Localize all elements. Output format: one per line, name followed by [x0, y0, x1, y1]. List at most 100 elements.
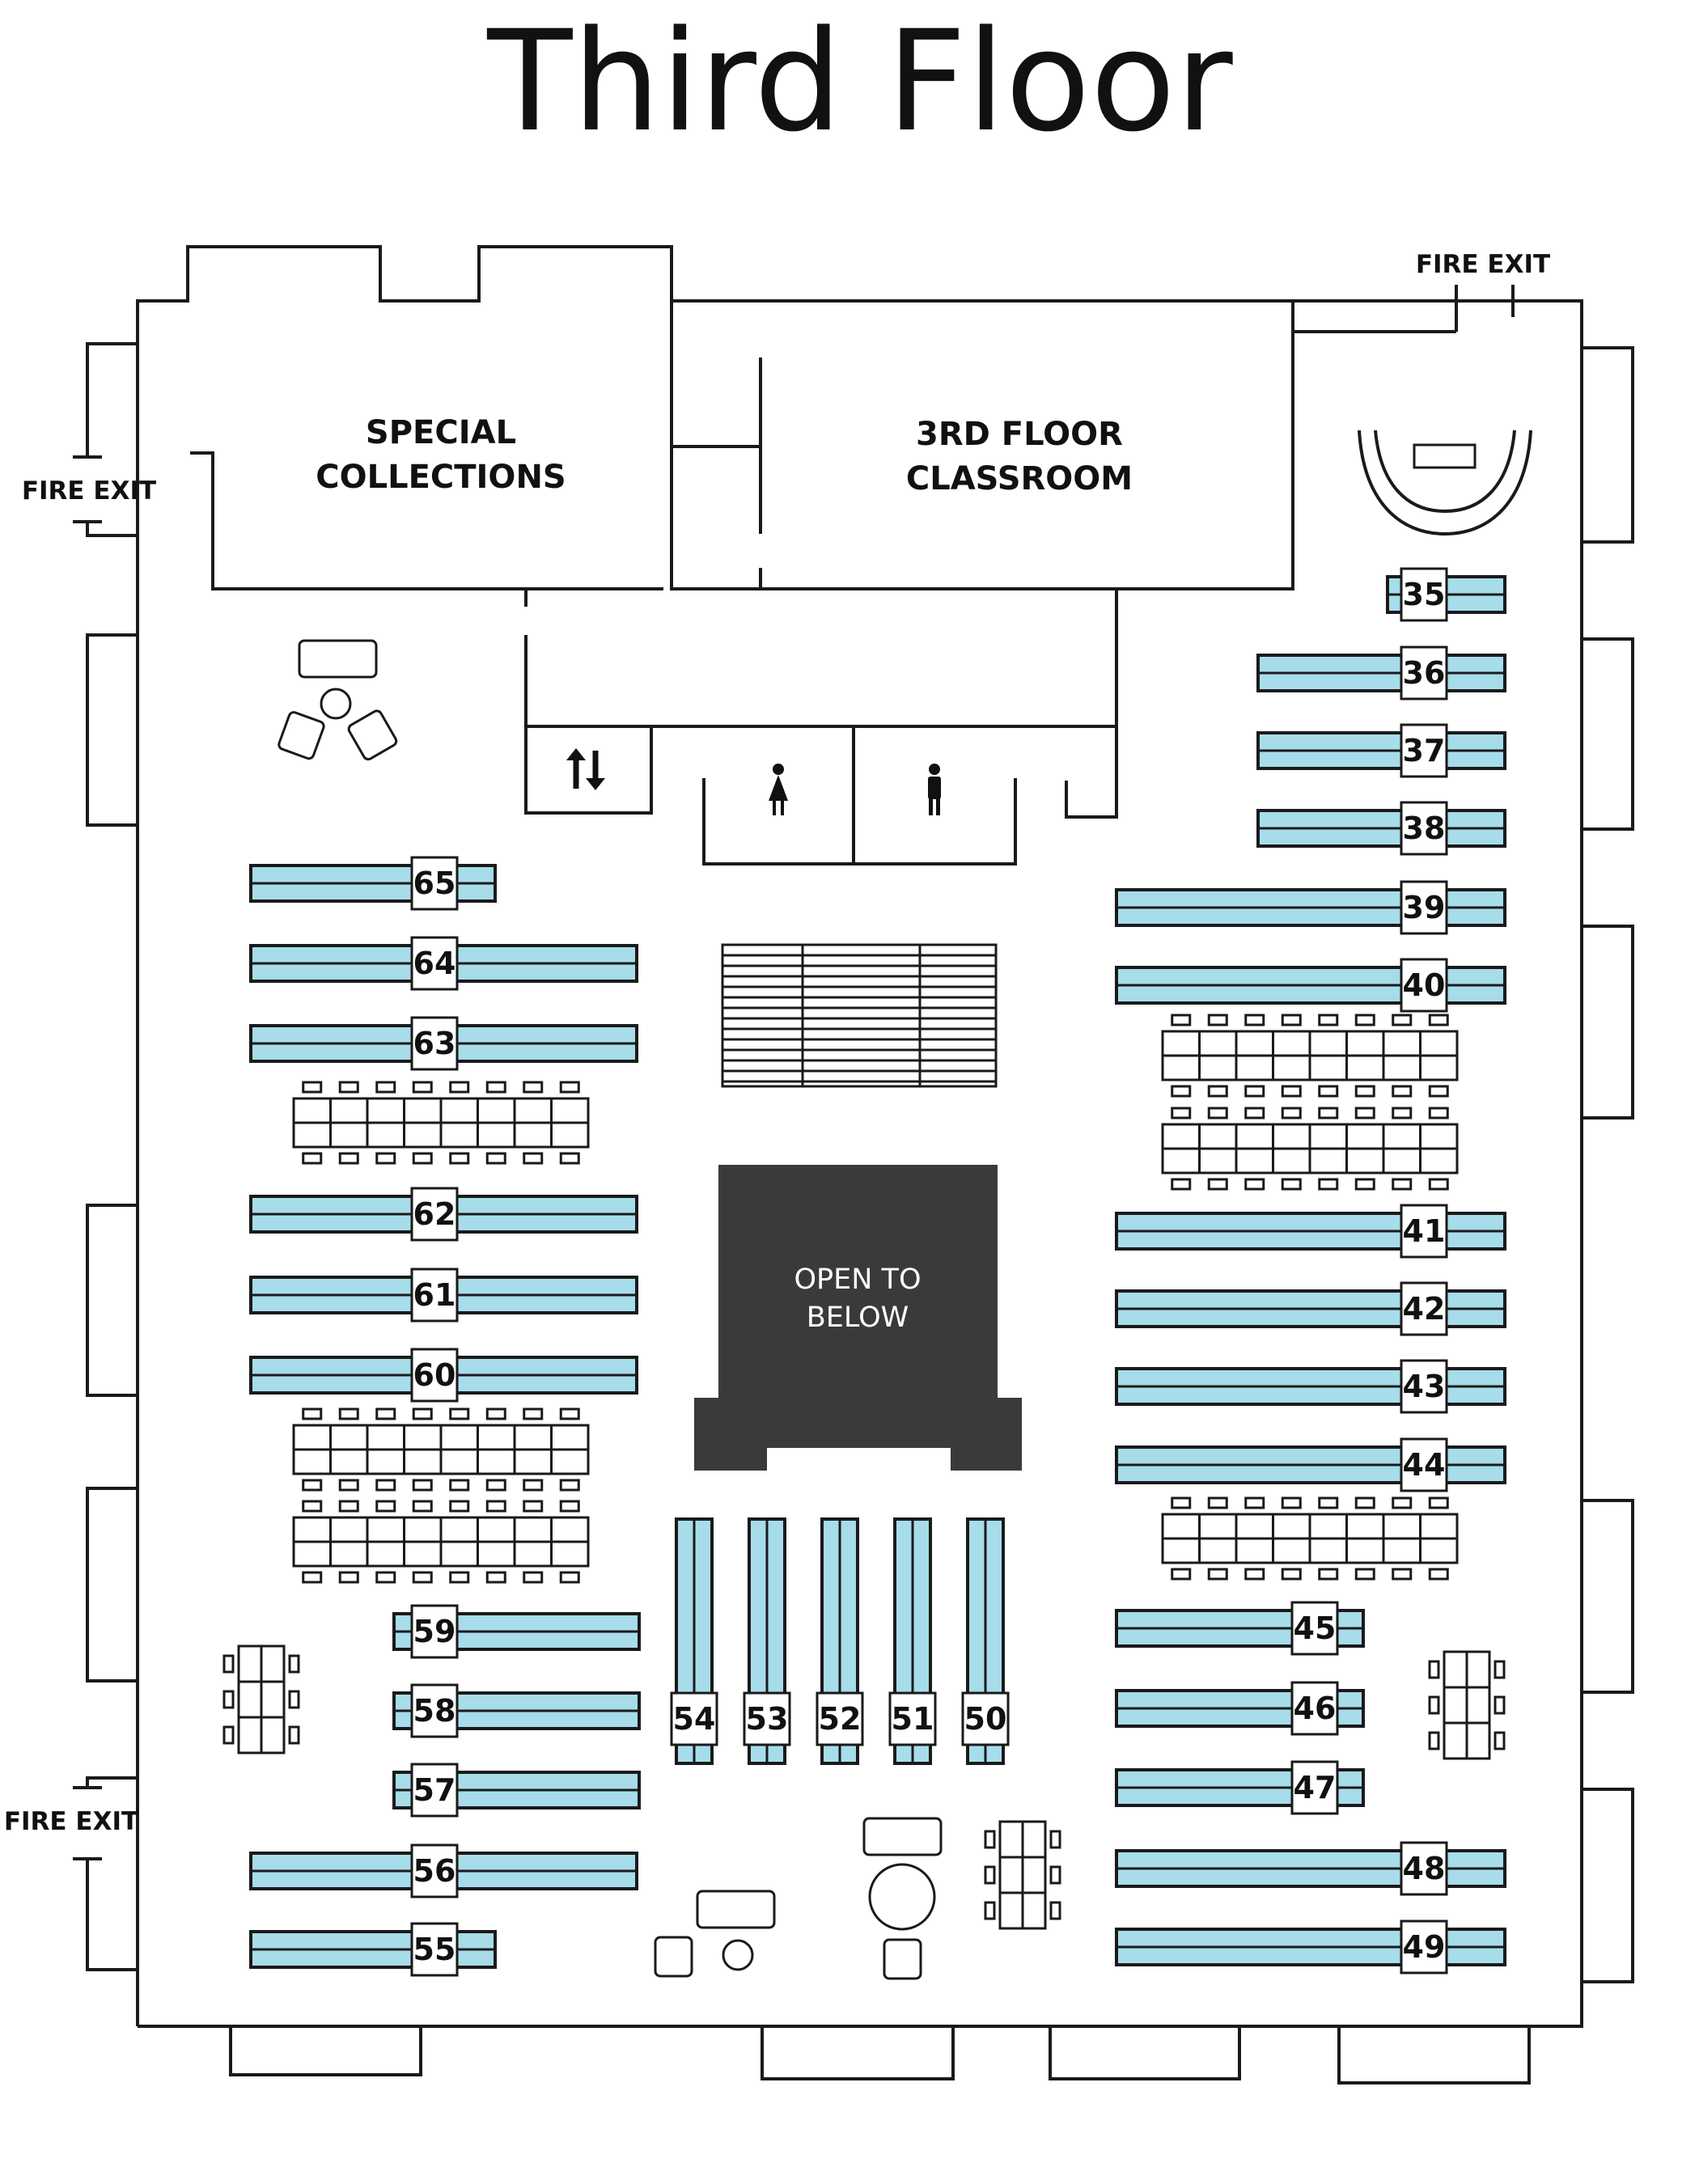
book-stack: 59: [392, 1604, 641, 1659]
stack-number-box: [1400, 1204, 1448, 1259]
stack-number-box: [410, 1683, 459, 1738]
chair: [375, 1571, 396, 1584]
stack-number-box: [410, 1843, 459, 1898]
chair: [485, 1081, 506, 1094]
stack-number-box: [1400, 1437, 1448, 1492]
book-stack: 38: [1256, 801, 1506, 856]
open-to-below-label: OPEN TO: [794, 1263, 921, 1296]
chair: [1281, 1178, 1302, 1191]
chair: [1392, 1014, 1413, 1026]
chair: [1318, 1568, 1339, 1581]
chair: [1281, 1568, 1302, 1581]
study-table: [292, 1081, 590, 1165]
chair: [412, 1407, 433, 1420]
stack-number-box: [816, 1691, 864, 1746]
chair: [375, 1152, 396, 1165]
stack-number-box: [1400, 801, 1448, 856]
study-tables: [222, 1014, 1506, 1930]
chair: [984, 1901, 996, 1920]
classroom-label-line2: CLASSROOM: [906, 460, 1133, 497]
stack-number: 63: [413, 1026, 456, 1061]
book-stack: 44: [1115, 1437, 1506, 1492]
chair: [302, 1500, 323, 1513]
chair: [288, 1690, 300, 1709]
chair: [1354, 1568, 1375, 1581]
chair: [485, 1500, 506, 1513]
chair: [338, 1479, 359, 1492]
stack-number: 59: [413, 1614, 456, 1649]
stack-number-box: [1400, 1841, 1448, 1896]
floor-title: Third Floor: [486, 0, 1233, 163]
stack-number-box: [410, 1763, 459, 1818]
chair: [375, 1081, 396, 1094]
chair: [222, 1654, 235, 1674]
special-collections-label: SPECIAL: [366, 414, 516, 451]
book-stack: 42: [1115, 1281, 1506, 1336]
chair: [523, 1500, 544, 1513]
open-to-below-label-line2: BELOW: [807, 1302, 909, 1334]
chair: [1354, 1014, 1375, 1026]
chair: [1281, 1085, 1302, 1098]
stack-number: 46: [1294, 1691, 1337, 1726]
chair: [559, 1081, 580, 1094]
stack-number-box: [1400, 567, 1448, 622]
fire-exit-label: FIRE EXIT: [1416, 250, 1550, 279]
chair: [1281, 1107, 1302, 1120]
stack-number-box: [1400, 723, 1448, 778]
chair: [559, 1500, 580, 1513]
stack-number-box: [1400, 1281, 1448, 1336]
open-to-below-area: OPEN TO BELOW: [694, 1165, 1022, 1471]
stack-number: 38: [1403, 811, 1446, 846]
book-stack: 61: [249, 1268, 638, 1323]
study-table: [1161, 1496, 1459, 1581]
stack-number-box: [1400, 880, 1448, 935]
stack-number-box: [410, 856, 459, 911]
chair: [412, 1479, 433, 1492]
chair: [1392, 1496, 1413, 1509]
stack-number: 45: [1294, 1610, 1337, 1646]
chair: [1428, 1660, 1440, 1679]
book-stack: 39: [1115, 880, 1506, 935]
study-table: [1161, 1107, 1459, 1191]
chair: [1049, 1830, 1061, 1849]
chair: [1318, 1085, 1339, 1098]
study-table: [1161, 1014, 1459, 1098]
stack-number: 41: [1403, 1213, 1446, 1249]
chair: [1494, 1731, 1506, 1750]
stack-number: 48: [1403, 1851, 1446, 1886]
stack-number-box: [670, 1691, 718, 1746]
book-stack: 56: [249, 1843, 638, 1898]
stack-number-box: [1290, 1601, 1339, 1656]
book-stack: 62: [249, 1187, 638, 1242]
chair: [984, 1865, 996, 1885]
chair: [485, 1407, 506, 1420]
chair: [449, 1571, 470, 1584]
stack-number-box: [410, 1268, 459, 1323]
book-stack: 65: [249, 856, 497, 911]
stack-number: 43: [1403, 1369, 1446, 1404]
chair: [449, 1152, 470, 1165]
stack-number: 36: [1403, 655, 1446, 691]
chair: [1171, 1568, 1192, 1581]
chair: [338, 1571, 359, 1584]
stack-number: 53: [746, 1701, 789, 1737]
chair: [1049, 1865, 1061, 1885]
chair: [1428, 1178, 1449, 1191]
book-stack: 58: [392, 1683, 641, 1738]
stack-number-box: [410, 1187, 459, 1242]
chair: [449, 1407, 470, 1420]
book-stack: 60: [249, 1348, 638, 1403]
chair: [302, 1081, 323, 1094]
chair: [412, 1152, 433, 1165]
stack-number-box: [1400, 1919, 1448, 1974]
chair: [485, 1571, 506, 1584]
stack-number: 65: [413, 866, 456, 901]
chair: [559, 1152, 580, 1165]
chair: [1354, 1178, 1375, 1191]
chair: [1281, 1014, 1302, 1026]
chair: [559, 1571, 580, 1584]
book-stack: 53: [743, 1517, 791, 1765]
chair: [1428, 1568, 1449, 1581]
stack-number: 56: [413, 1853, 456, 1889]
stack-number: 62: [413, 1196, 456, 1232]
